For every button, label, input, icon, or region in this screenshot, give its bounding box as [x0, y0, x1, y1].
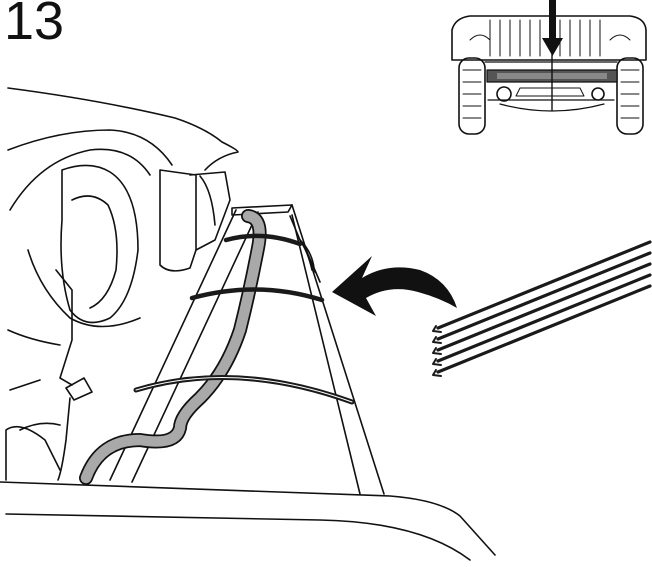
grey-hose: [79, 209, 267, 485]
cable-tie: [436, 251, 652, 341]
cable-tie-head: [432, 325, 442, 333]
cable-tie: [436, 273, 652, 363]
vehicle-body-panels: [5, 87, 239, 481]
floor-edge: [0, 481, 496, 561]
step-number: 13: [4, 0, 65, 51]
vehicle-underside-locator-icon: [451, 0, 647, 135]
cable-tie-head: [432, 369, 442, 377]
curved-insert-arrow-icon: [332, 256, 457, 316]
installed-cable-ties: [133, 233, 355, 405]
cable-tie: [436, 262, 652, 352]
cable-tie: [436, 240, 652, 330]
cable-tie: [436, 284, 652, 374]
cable-tie-head: [432, 347, 442, 355]
cable-tie-head: [432, 336, 442, 344]
cable-tie-head: [432, 358, 442, 366]
cable-tie-bundle-icon: [432, 240, 652, 377]
frame-rail: [109, 204, 385, 495]
